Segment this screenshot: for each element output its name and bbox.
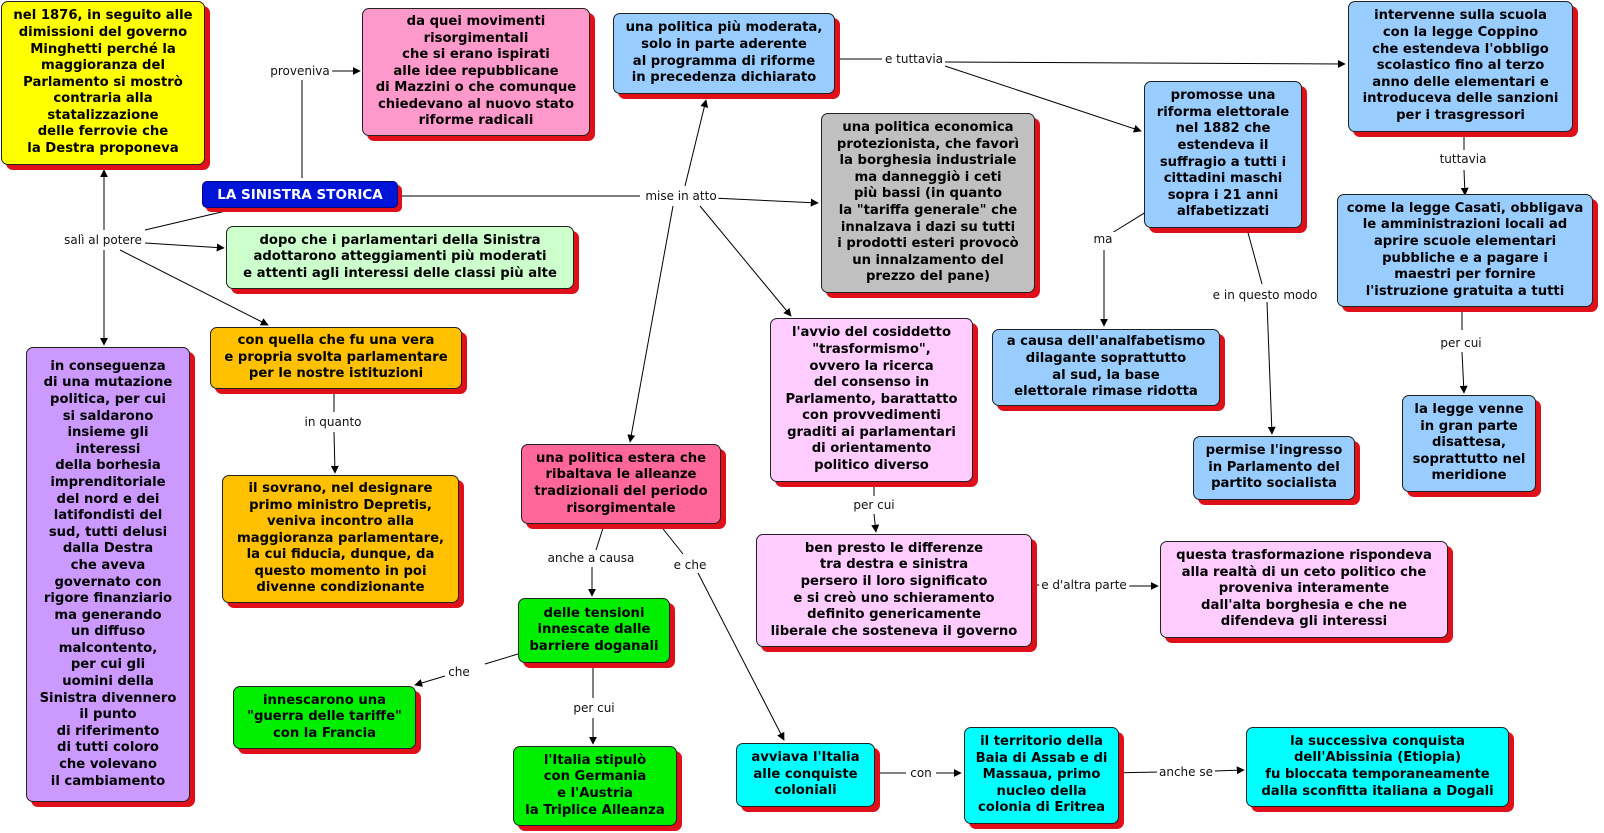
link-label-e-in-questo-modo: e in questo modo (1210, 288, 1320, 302)
link-label-e-d-altra-parte: e d'altra parte (1039, 578, 1129, 592)
node-guerra-tariffe[interactable]: innescarono una "guerra delle tariffe" c… (233, 686, 416, 749)
node-triplice-alleanza[interactable]: l'Italia stipulò con Germania e l'Austri… (513, 746, 677, 826)
connector (1460, 169, 1469, 196)
link-label-per-cui-casati: per cui (1438, 336, 1484, 350)
connector (944, 65, 1142, 133)
link-label-per-cui-trasformismo: per cui (851, 498, 897, 512)
node-svolta-parlamentare[interactable]: con quella che fu una vera e propria svo… (210, 327, 462, 389)
link-label-con: con (908, 766, 934, 780)
link-label-tuttavia: tuttavia (1437, 152, 1489, 166)
node-differenze-destra-sinistra[interactable]: ben presto le differenze tra destra e si… (756, 534, 1032, 647)
link-label-e-tuttavia: e tuttavia (882, 52, 946, 66)
node-parlamentari-moderati[interactable]: dopo che i parlamentari della Sinistra a… (226, 226, 574, 289)
connector (697, 572, 785, 741)
node-politica-economica[interactable]: una politica economica protezionista, ch… (821, 113, 1035, 293)
connector (1111, 771, 1159, 774)
link-label-proveniva: proveniva (268, 64, 332, 78)
node-analfabetismo[interactable]: a causa dell'analfabetismo dilagante sop… (992, 329, 1220, 406)
node-legge-casati[interactable]: come la legge Casati, obbligava le ammin… (1337, 194, 1593, 307)
link-label-che: che (446, 665, 472, 679)
connector (595, 524, 605, 551)
connector (1213, 766, 1245, 775)
connector (944, 59, 1346, 68)
connector (1246, 228, 1263, 285)
link-label-in-quanto: in quanto (302, 415, 364, 429)
node-politica-estera[interactable]: una politica estera che ribaltava le all… (521, 444, 721, 524)
connector (1266, 301, 1276, 435)
node-abissinia[interactable]: la successiva conquista dell'Abissinia (… (1246, 727, 1509, 807)
node-mutazione-politica[interactable]: in conseguenza di una mutazione politica… (26, 347, 190, 802)
node-sovrano-depretis[interactable]: il sovrano, nel designare primo ministro… (222, 475, 459, 603)
connector (144, 242, 225, 252)
node-trasformismo[interactable]: l'avvio del cosiddetto "trasformismo", o… (770, 318, 973, 482)
node-riforma-elettorale[interactable]: promosse una riforma elettorale nel 1882… (1144, 81, 1302, 228)
node-partito-socialista[interactable]: permise l'ingresso in Parlamento del par… (1193, 436, 1355, 500)
connector (711, 197, 819, 207)
connector (699, 205, 792, 317)
node-legge-coppino[interactable]: intervenne sulla scuola con la legge Cop… (1348, 1, 1573, 132)
connector (684, 99, 709, 187)
root-node-sinistra-storica[interactable]: LA SINISTRA STORICA (202, 181, 398, 208)
node-politica-moderata[interactable]: una politica più moderata, solo in parte… (613, 13, 835, 94)
connector (627, 205, 674, 443)
link-label-anche-se: anche se (1157, 765, 1215, 779)
connector (871, 513, 880, 533)
link-label-per-cui-tensioni: per cui (571, 701, 617, 715)
link-label-ma: ma (1091, 232, 1115, 246)
connector (1111, 211, 1147, 234)
link-label-mise-in-atto: mise in atto (643, 189, 719, 203)
node-conquiste-coloniali[interactable]: avviava l'Italia alle conquiste colonial… (736, 743, 875, 807)
node-baia-assab[interactable]: il territorio della Baia di Assab e di M… (964, 727, 1119, 824)
node-tensioni-doganali[interactable]: delle tensioni innescate dalle barriere … (518, 598, 670, 663)
connector (484, 653, 519, 665)
connector (414, 675, 446, 687)
connector (119, 249, 269, 326)
node-1876-dimissioni[interactable]: nel 1876, in seguito alle dimissioni del… (1, 1, 205, 165)
connector (144, 209, 231, 231)
node-movimenti-risorgimentali[interactable]: da quei movimenti risorgimentali che si … (362, 8, 590, 136)
connector (1459, 351, 1468, 394)
node-ceto-politico[interactable]: questa trasformazione rispondeva alla re… (1160, 541, 1448, 638)
link-label-anche-a-causa: anche a causa (545, 551, 637, 565)
node-legge-disattesa[interactable]: la legge venne in gran parte disattesa, … (1402, 395, 1536, 492)
connector (659, 524, 684, 555)
link-label-sali-al-potere: salì al potere (62, 233, 144, 247)
connector (330, 431, 339, 474)
link-label-e-che: e che (671, 558, 709, 572)
